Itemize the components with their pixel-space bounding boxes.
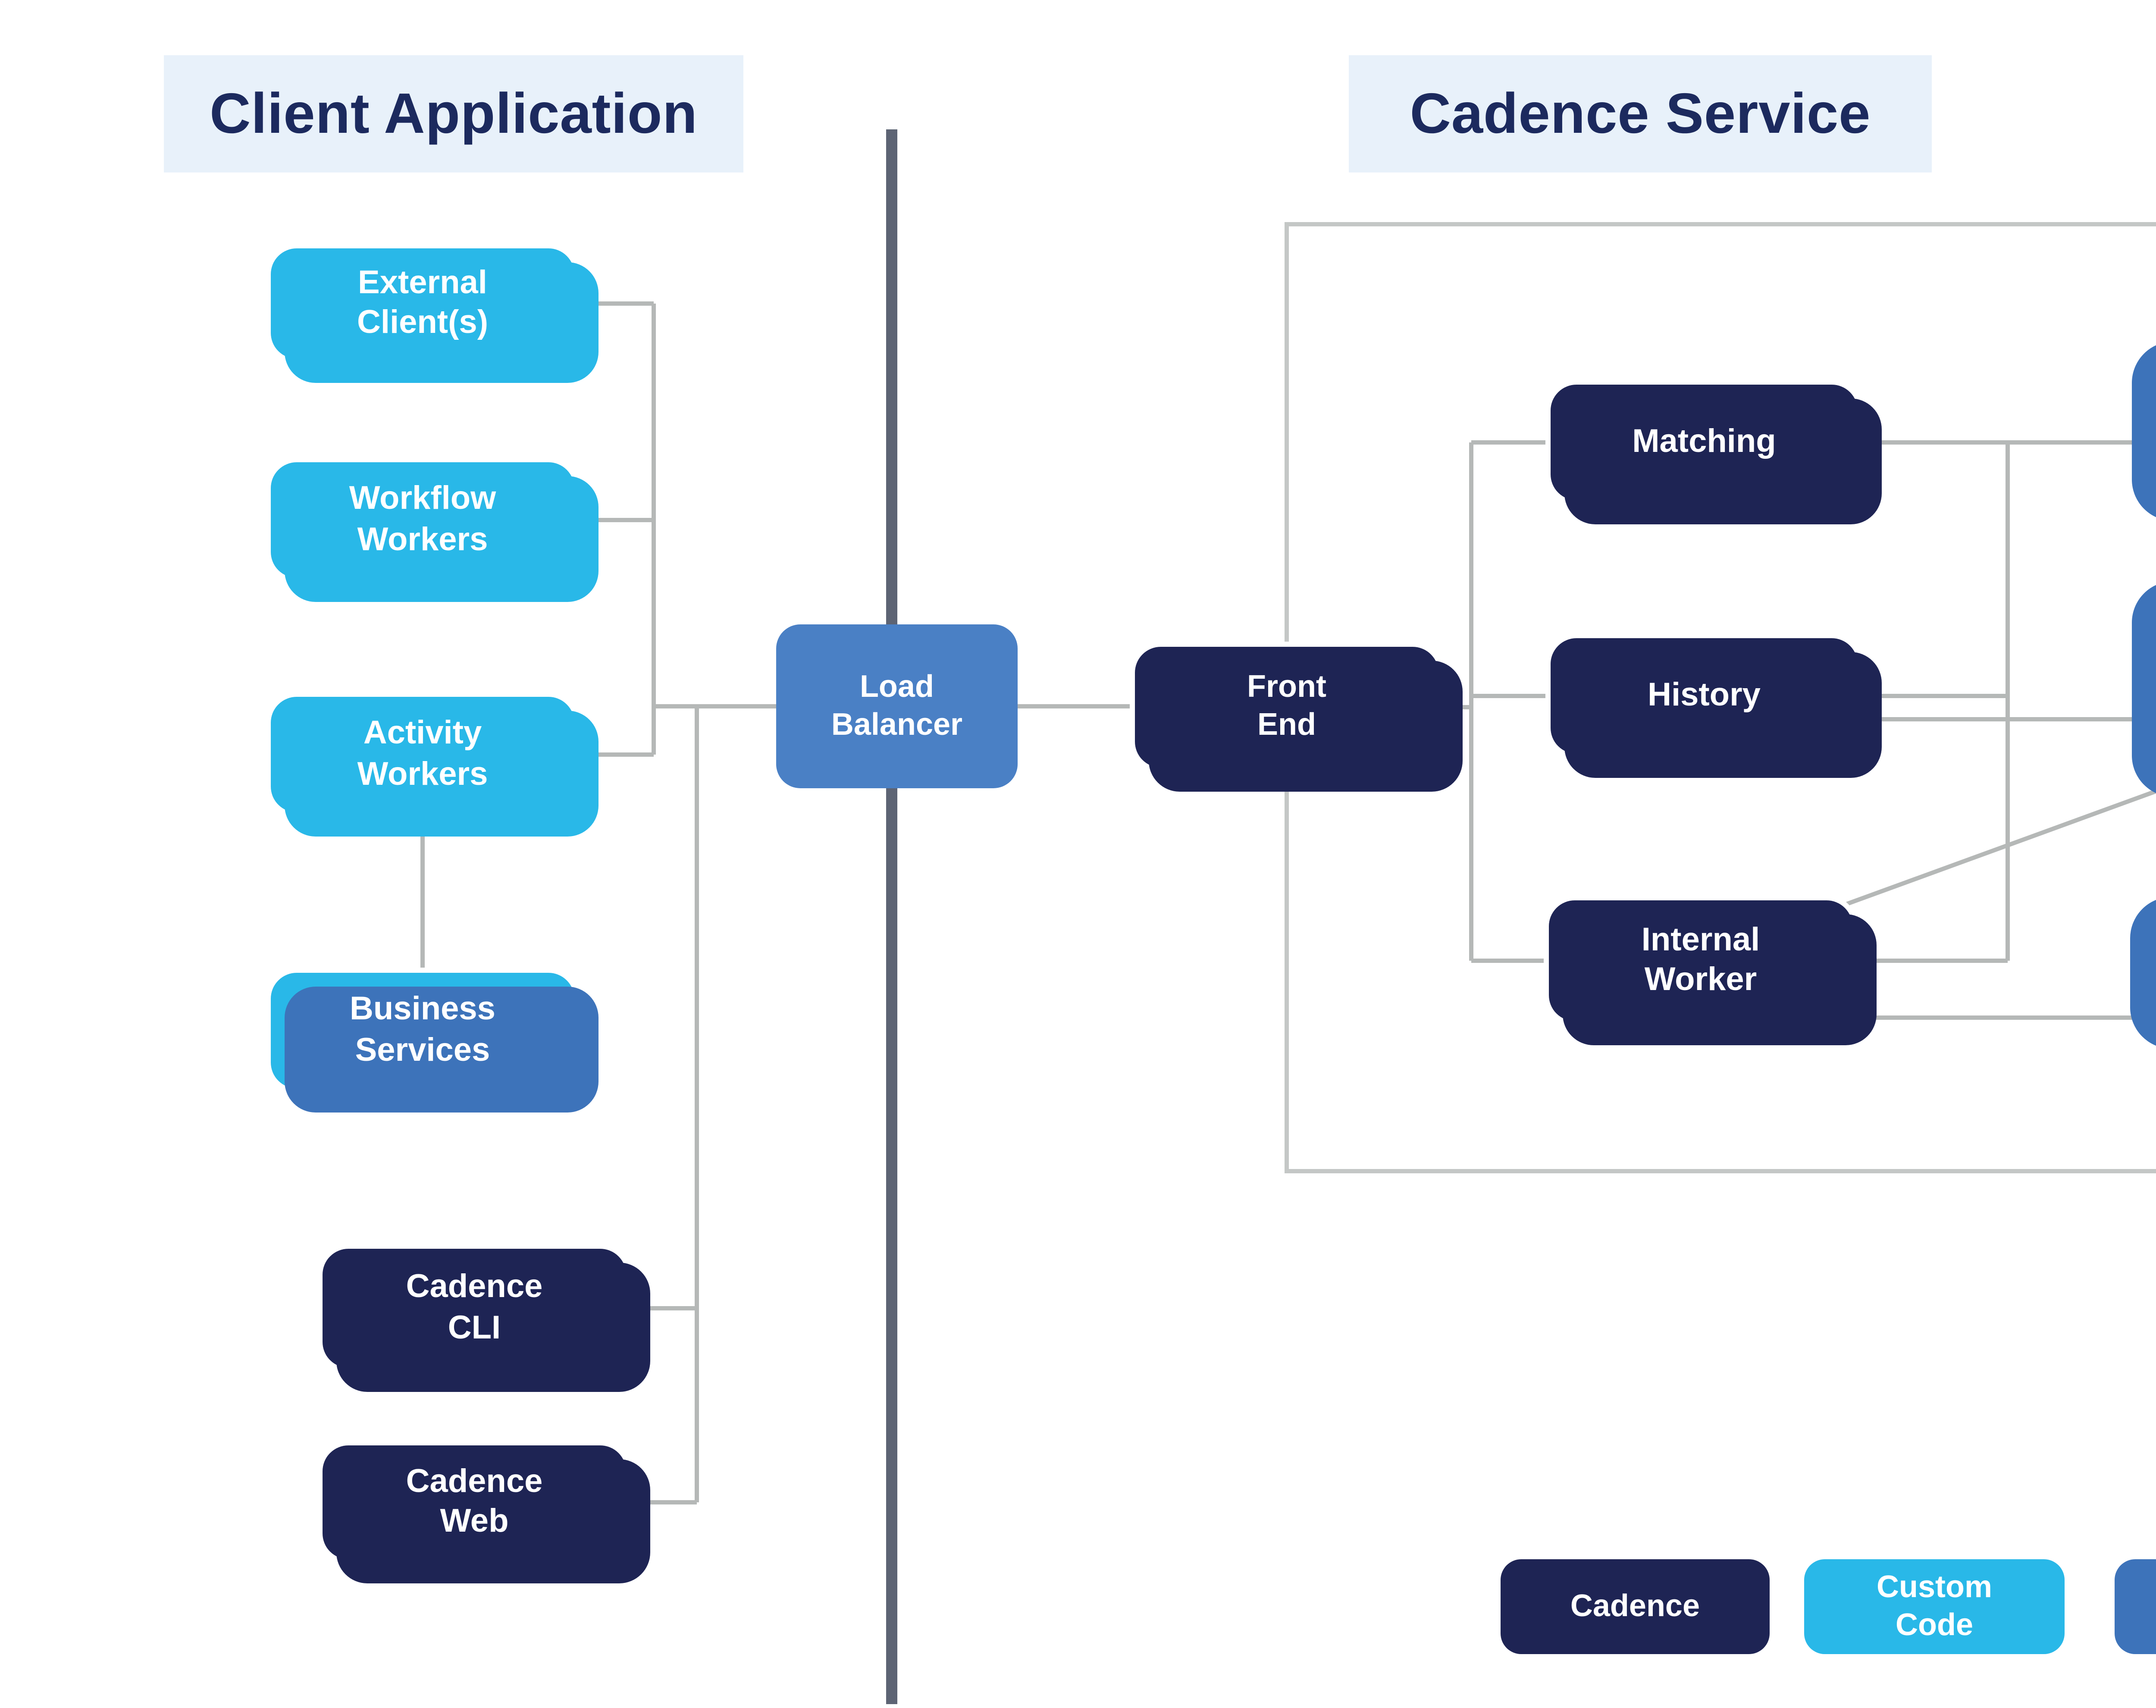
node-label: Workflow Workers — [349, 482, 496, 558]
legend-label: Cadence — [1570, 1588, 1700, 1623]
node-label: Business Services — [350, 992, 495, 1069]
edge-lines — [420, 301, 2156, 1504]
node-external-clients: External Client(s) — [266, 243, 580, 364]
node-database: Database — [2132, 342, 2156, 521]
node-label: Load Balancer — [831, 668, 963, 741]
node-label: Cadence Web — [406, 1464, 543, 1540]
node-internal-worker: Internal Worker — [1544, 895, 1858, 1026]
legend-label: Custom Code — [1877, 1569, 1992, 1641]
node-apache-kafka: Apache Kafka® — [2132, 581, 2156, 797]
node-label: History — [1648, 677, 1761, 714]
legend-item-external-service: External Service — [2115, 1559, 2156, 1654]
node-activity-workers: Activity Workers — [266, 692, 580, 818]
node-matching: Matching — [1545, 379, 1863, 505]
legend-item-custom-code: Custom Code — [1804, 1559, 2065, 1654]
node-cadence-cli: Cadence CLI — [317, 1244, 631, 1373]
node-label: Matching — [1632, 424, 1776, 461]
node-front-end: Front End — [1130, 642, 1444, 773]
cadence-service-header: Cadence Service — [1349, 55, 1932, 172]
node-label: Cadence CLI — [406, 1270, 543, 1346]
client-application-title: Client Application — [210, 81, 698, 145]
node-label: Activity Workers — [357, 716, 488, 793]
node-load-balancer: Load Balancer — [776, 624, 1018, 788]
legend-item-cadence: Cadence — [1501, 1559, 1770, 1654]
node-history: History — [1545, 633, 1863, 759]
node-opensearch-elasticsearch: OpenSearch®/ Elasticsearch — [2130, 897, 2156, 1049]
node-workflow-workers: Workflow Workers — [266, 457, 580, 583]
client-application-header: Client Application — [164, 55, 743, 172]
edge-internal-to-kafka-diagonal — [1827, 789, 2156, 913]
node-label: Internal Worker — [1641, 922, 1760, 999]
node-business-services: Business Services — [266, 968, 580, 1094]
cadence-service-title: Cadence Service — [1410, 81, 1871, 145]
node-label: External Client(s) — [357, 265, 488, 342]
node-cadence-web: Cadence Web — [317, 1440, 631, 1564]
node-label: Front End — [1247, 669, 1326, 742]
